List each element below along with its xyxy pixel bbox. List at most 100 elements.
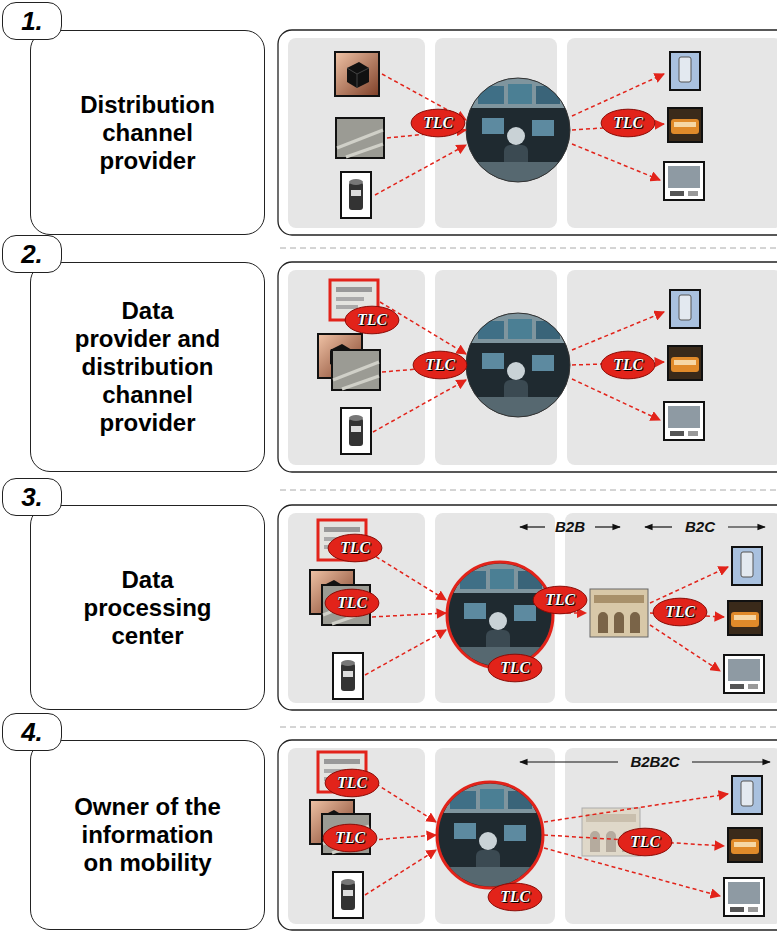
scenario-illustration xyxy=(278,30,777,235)
road-icon xyxy=(332,350,380,390)
callout-number: 3. xyxy=(21,482,43,512)
flow-arrow xyxy=(572,312,664,350)
flow-arrow xyxy=(373,380,466,432)
callout-number: 1. xyxy=(21,6,43,36)
panel xyxy=(288,748,425,924)
operator-label: TLC xyxy=(665,603,695,621)
tlc-operator-ellipse: TLC xyxy=(344,305,400,335)
control-center-icon xyxy=(466,313,570,417)
scenario-frame xyxy=(278,740,777,930)
segment-label: B2B xyxy=(555,518,585,536)
flow-arrow xyxy=(375,145,466,195)
display-icon xyxy=(724,655,764,693)
flow-arrow xyxy=(650,567,728,603)
tlc-operator-ellipse: TLC xyxy=(617,827,673,857)
bus-icon xyxy=(668,346,702,380)
tlc-operator-ellipse: TLC xyxy=(324,588,380,618)
tlc-operator-ellipse: TLC xyxy=(324,768,380,798)
pda-icon xyxy=(670,290,700,328)
span-arrow xyxy=(645,526,672,527)
ellipse-shape xyxy=(618,828,672,856)
panel xyxy=(567,270,777,465)
bus-icon xyxy=(728,601,762,635)
callout-number: 2. xyxy=(21,239,43,269)
flow-arrow xyxy=(572,379,660,420)
pda-icon xyxy=(732,776,762,814)
operator-label: TLC xyxy=(500,888,530,906)
scenario-title-box: Data processing center xyxy=(30,505,265,710)
pda-icon xyxy=(670,52,700,90)
scenario-number-badge: 1. xyxy=(2,2,62,40)
data-flow-arrows xyxy=(373,302,664,432)
tlc-operator-ellipse: TLC xyxy=(532,585,588,615)
counter-icon xyxy=(333,872,363,918)
span-arrow xyxy=(595,526,620,527)
panel xyxy=(565,748,777,924)
scenario-frame xyxy=(278,30,777,235)
scenario-frame xyxy=(278,262,777,472)
bus-icon xyxy=(668,108,702,142)
data-flow-arrows xyxy=(375,74,664,195)
display-icon xyxy=(664,402,704,440)
span-arrow xyxy=(520,526,545,527)
scenario-title: Distribution channel provider xyxy=(73,91,223,175)
operator-label: TLC xyxy=(613,356,643,374)
tlc-operator-ellipse: TLC xyxy=(410,108,466,138)
segment-label: B2C xyxy=(685,518,715,536)
scenario-illustration xyxy=(278,740,777,930)
data-flow-arrows xyxy=(365,780,728,896)
scenario-illustration xyxy=(278,505,777,710)
scenario-title-box: Owner of the information on mobility xyxy=(30,740,265,930)
tlc-operator-ellipse: TLC xyxy=(487,882,543,912)
highlight-ring xyxy=(437,782,543,888)
display-icon xyxy=(664,162,704,200)
ellipse-shape xyxy=(601,351,655,379)
flow-arrow xyxy=(365,850,436,895)
span-arrow xyxy=(728,526,765,527)
span-arrow xyxy=(520,761,618,762)
tlc-operator-ellipse: TLC xyxy=(322,823,378,853)
ellipse-shape xyxy=(328,534,382,562)
callout-number: 4. xyxy=(21,717,43,747)
operator-label: TLC xyxy=(337,774,367,792)
tlc-operator-ellipse: TLC xyxy=(487,653,543,683)
flow-arrow xyxy=(544,794,728,822)
panel xyxy=(435,513,555,703)
tlc-operator-ellipse: TLC xyxy=(652,597,708,627)
scenario-number-badge: 3. xyxy=(2,478,62,516)
pda-icon xyxy=(732,547,762,585)
operator-label: TLC xyxy=(500,659,530,677)
panel xyxy=(565,513,777,703)
ellipse-shape xyxy=(653,598,707,626)
scenario-frame xyxy=(278,505,777,710)
sensor-icon xyxy=(335,52,379,96)
control-center-icon xyxy=(438,783,542,887)
separator-line xyxy=(280,248,777,249)
control-center-icon xyxy=(448,563,552,667)
road-icon xyxy=(336,118,384,158)
separator-line xyxy=(280,490,777,491)
panel xyxy=(288,270,425,465)
panel xyxy=(435,748,555,924)
scenario-title-box: Distribution channel provider xyxy=(30,30,265,235)
counter-icon xyxy=(341,172,371,218)
scenario-title: Data provider and distribution channel p… xyxy=(73,297,223,437)
ellipse-shape xyxy=(488,654,542,682)
ellipse-shape xyxy=(413,351,467,379)
highlight-ring xyxy=(447,562,553,668)
tlc-operator-ellipse: TLC xyxy=(600,108,656,138)
operator-label: TLC xyxy=(613,114,643,132)
ellipse-shape xyxy=(411,109,465,137)
separator-line xyxy=(280,727,777,728)
tlc-operator-ellipse: TLC xyxy=(600,350,656,380)
operator-label: TLC xyxy=(340,539,370,557)
scenario-title: Data processing center xyxy=(73,566,223,650)
flow-arrow xyxy=(372,613,446,617)
ellipse-shape xyxy=(325,769,379,797)
scenario-title-box: Data provider and distribution channel p… xyxy=(30,262,265,472)
counter-icon xyxy=(333,653,363,699)
flow-arrow xyxy=(370,553,446,600)
data-flow-arrows xyxy=(365,553,728,675)
flow-arrow xyxy=(370,780,436,822)
